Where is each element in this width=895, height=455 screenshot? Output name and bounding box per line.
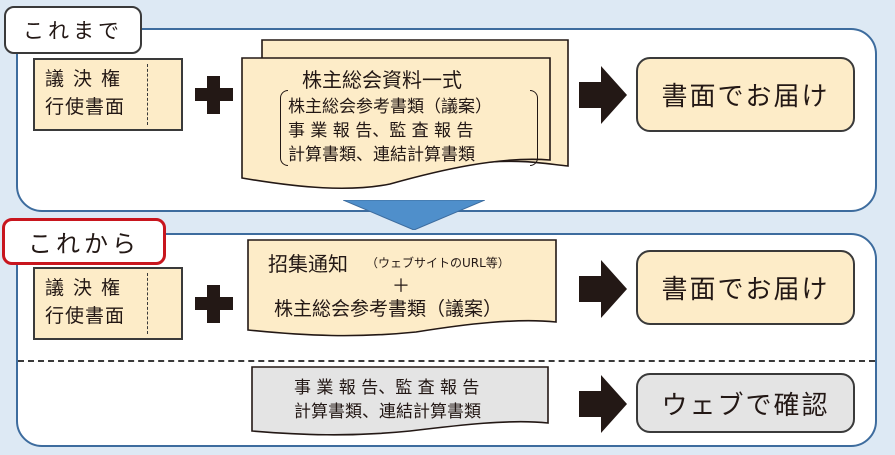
document-stack-before: 株主総会資料一式 株主総会参考書類（議案） 事 業 報 告、監 査 報 告 計算… bbox=[240, 38, 570, 193]
notice-title: 招集通知 bbox=[268, 252, 348, 276]
document-stack-shape bbox=[241, 39, 569, 190]
right-arrow-icon bbox=[579, 66, 627, 124]
web-document-line2: 計算書類、連結計算書類 bbox=[294, 402, 481, 422]
bracket-right bbox=[530, 90, 538, 166]
dashed-divider bbox=[18, 360, 875, 362]
down-arrow-icon bbox=[342, 199, 486, 231]
document-item: 事 業 報 告、監 査 報 告 bbox=[288, 121, 474, 141]
document-title: 株主総会資料一式 bbox=[302, 68, 462, 92]
result-paper-delivery: 書面でお届け bbox=[636, 57, 855, 132]
right-arrow-icon bbox=[579, 375, 627, 433]
right-arrow-icon bbox=[579, 260, 627, 318]
plus-icon bbox=[195, 285, 233, 323]
document-item: 株主総会参考書類（議案） bbox=[288, 97, 492, 117]
document-notice-after: 招集通知 （ウェブサイトのURL等） ＋ 株主総会参考書類（議案） bbox=[246, 238, 558, 338]
result-paper-delivery: 書面でお届け bbox=[636, 250, 855, 325]
ballot-form-before: 議決権 行使書面 bbox=[33, 58, 183, 131]
ballot-line1: 議決権 bbox=[45, 277, 130, 299]
section-label-before: これまで bbox=[4, 6, 142, 54]
ballot-form-after: 議決権 行使書面 bbox=[33, 267, 183, 340]
notice-title-note: （ウェブサイトのURL等） bbox=[366, 256, 510, 270]
ballot-line2: 行使書面 bbox=[45, 305, 126, 327]
ballot-line2: 行使書面 bbox=[45, 96, 126, 118]
perforation-line bbox=[147, 64, 148, 125]
document-item: 計算書類、連結計算書類 bbox=[288, 145, 475, 165]
plus-joiner: ＋ bbox=[392, 276, 410, 297]
document-shape bbox=[251, 366, 549, 436]
notice-line2: 株主総会参考書類（議案） bbox=[274, 298, 503, 320]
result-web-confirm: ウェブで確認 bbox=[636, 373, 855, 433]
web-document-line1: 事 業 報 告、監 査 報 告 bbox=[294, 378, 480, 398]
document-shape bbox=[247, 239, 557, 337]
section-label-after: これから bbox=[2, 218, 166, 265]
perforation-line bbox=[147, 273, 148, 334]
ballot-line1: 議決権 bbox=[45, 68, 130, 90]
document-web: 事 業 報 告、監 査 報 告 計算書類、連結計算書類 bbox=[250, 365, 550, 437]
plus-icon bbox=[195, 76, 233, 114]
bracket-left bbox=[280, 90, 288, 166]
